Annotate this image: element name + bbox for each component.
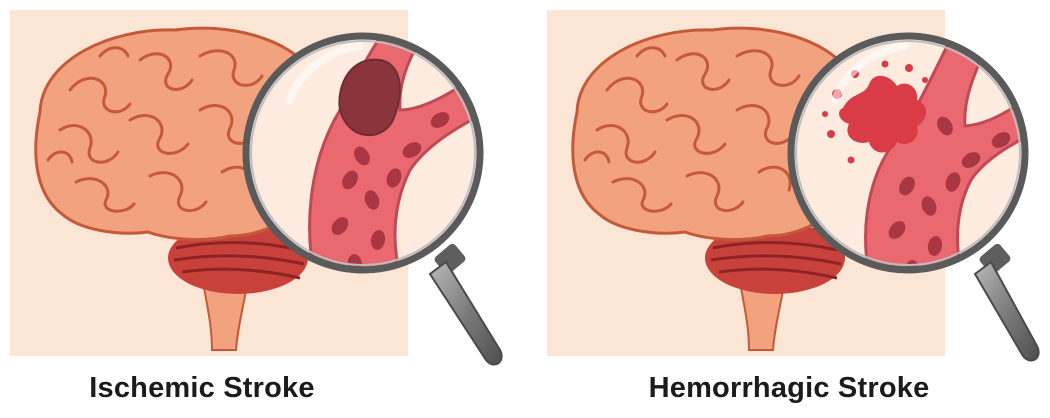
ischemic-stroke-caption: Ischemic Stroke bbox=[22, 372, 382, 405]
hemorrhagic-stroke-illustration bbox=[525, 0, 1050, 418]
hemorrhagic-stroke-panel: Hemorrhagic Stroke bbox=[525, 0, 1050, 418]
ischemic-stroke-illustration bbox=[0, 0, 525, 418]
ischemic-stroke-panel: Ischemic Stroke bbox=[0, 0, 525, 418]
magnifier-handle bbox=[975, 242, 1039, 360]
magnifier-handle bbox=[430, 242, 502, 364]
hemorrhagic-stroke-caption: Hemorrhagic Stroke bbox=[609, 372, 969, 405]
